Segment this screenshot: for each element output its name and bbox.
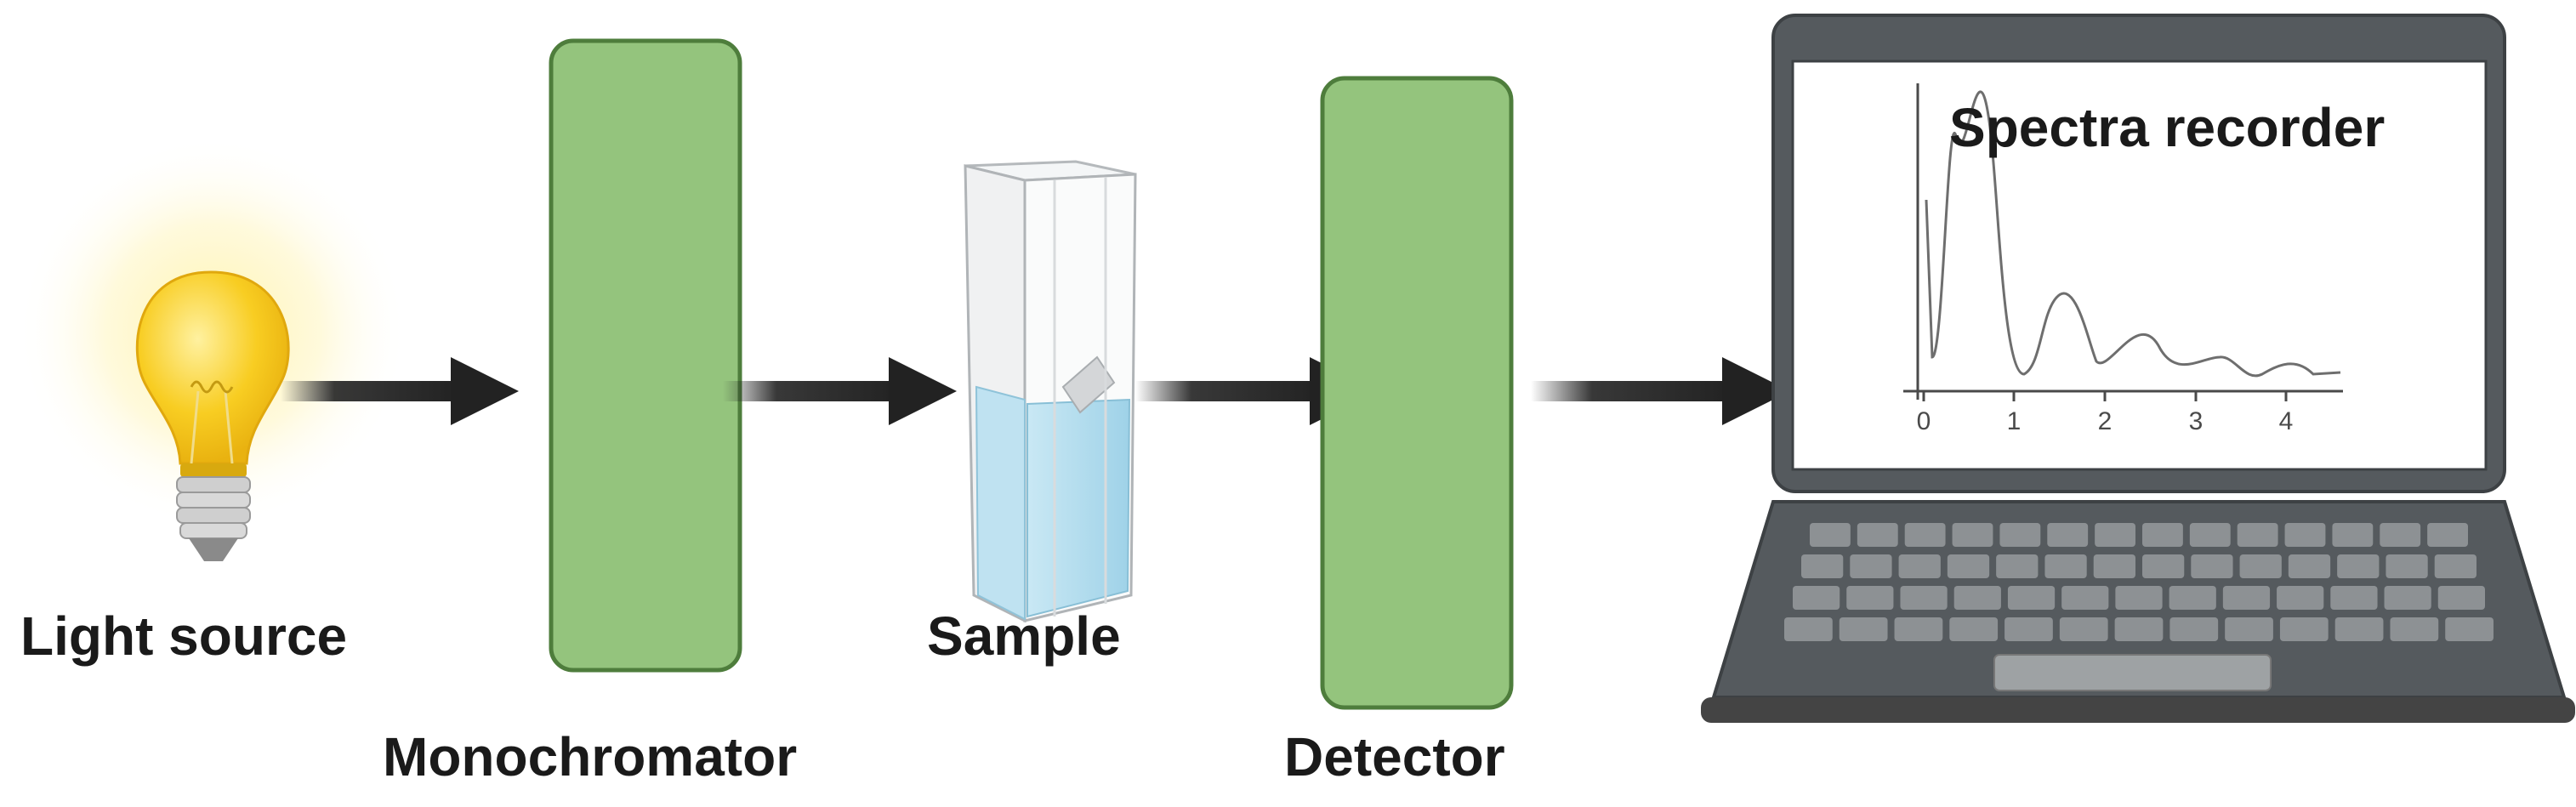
keyboard-key <box>1793 586 1840 610</box>
keyboard-key <box>2384 586 2431 610</box>
keyboard-key <box>2225 617 2273 641</box>
keyboard-key <box>1904 523 1946 547</box>
plot-spectrum-curve <box>1925 90 2341 378</box>
keyboard-key <box>1953 586 2001 610</box>
keyboard-key <box>1949 617 1999 641</box>
keyboard-key <box>2288 554 2331 578</box>
keyboard-key <box>2093 554 2135 578</box>
laptop-keyboard <box>1784 523 2494 641</box>
detector-box <box>1320 76 1514 710</box>
keyboard-key <box>2239 554 2282 578</box>
keyboard-key <box>1999 523 2041 547</box>
keyboard-key <box>2007 586 2056 610</box>
keyboard-key <box>2169 586 2216 610</box>
keyboard-key <box>1801 554 1844 578</box>
keyboard-key <box>2380 523 2421 547</box>
keyboard-key <box>1850 554 1892 578</box>
keyboard-key <box>2142 554 2185 578</box>
keyboard-key <box>2437 586 2485 610</box>
keyboard-key <box>2427 523 2468 547</box>
keyboard-key <box>2005 617 2053 641</box>
spectrum-plot: 0 1 2 3 4 <box>1903 83 2343 435</box>
keyboard-key <box>2284 523 2326 547</box>
keyboard-key <box>2332 523 2374 547</box>
plot-x-ticks: 0 1 2 3 4 <box>1917 391 2294 435</box>
keyboard-key <box>1784 617 1833 641</box>
keyboard-key <box>2434 554 2476 578</box>
keyboard-key <box>2142 523 2183 547</box>
keyboard-key <box>2169 617 2219 641</box>
keyboard-key <box>2277 586 2324 610</box>
keyboard-key <box>2061 586 2109 610</box>
laptop-screen <box>1791 60 2488 471</box>
keyboard-key <box>2386 554 2428 578</box>
keyboard-key <box>2044 554 2087 578</box>
keyboard-key <box>2222 586 2271 610</box>
keyboard-key <box>2095 523 2135 547</box>
keyboard-key <box>1996 554 2039 578</box>
keyboard-key <box>1900 586 1948 610</box>
x-tick-label: 3 <box>2189 407 2204 435</box>
keyboard-key <box>1894 617 1943 641</box>
light-bulb-icon <box>17 136 408 561</box>
keyboard-key <box>2330 586 2378 610</box>
arrow-light-to-monochromator <box>281 357 519 425</box>
keyboard-key <box>1898 554 1941 578</box>
label-light-source: Light source <box>20 605 348 667</box>
keyboard-key <box>2059 617 2108 641</box>
keyboard-key <box>1846 586 1894 610</box>
label-detector: Detector <box>1284 726 1505 787</box>
label-sample: Sample <box>927 605 1121 667</box>
x-tick-label: 4 <box>2279 407 2294 435</box>
keyboard-key <box>1952 523 1993 547</box>
label-monochromator: Monochromator <box>383 726 798 787</box>
label-spectra-recorder: Spectra recorder <box>1949 97 2386 158</box>
keyboard-key <box>2114 617 2164 641</box>
laptop-touchpad <box>1993 654 2272 691</box>
keyboard-key <box>1839 617 1888 641</box>
keyboard-key <box>2334 617 2384 641</box>
keyboard-key <box>1857 523 1898 547</box>
keyboard-key <box>2445 617 2494 641</box>
keyboard-key <box>1810 523 1851 547</box>
keyboard-key <box>2047 523 2089 547</box>
keyboard-key <box>2191 554 2233 578</box>
keyboard-key <box>2390 617 2439 641</box>
keyboard-key <box>2337 554 2380 578</box>
keyboard-key <box>2115 586 2163 610</box>
arrow-monochromator-to-sample <box>723 357 957 425</box>
arrow-detector-to-recorder <box>1531 357 1790 425</box>
x-tick-label: 1 <box>2007 407 2022 435</box>
keyboard-key <box>2189 523 2231 547</box>
x-tick-label: 2 <box>2098 407 2113 435</box>
keyboard-key <box>2237 523 2278 547</box>
keyboard-key <box>1947 554 1990 578</box>
cuvette-icon <box>964 160 1137 623</box>
keyboard-key <box>2279 617 2329 641</box>
monochromator-box <box>549 38 742 673</box>
x-tick-label: 0 <box>1917 407 1931 435</box>
